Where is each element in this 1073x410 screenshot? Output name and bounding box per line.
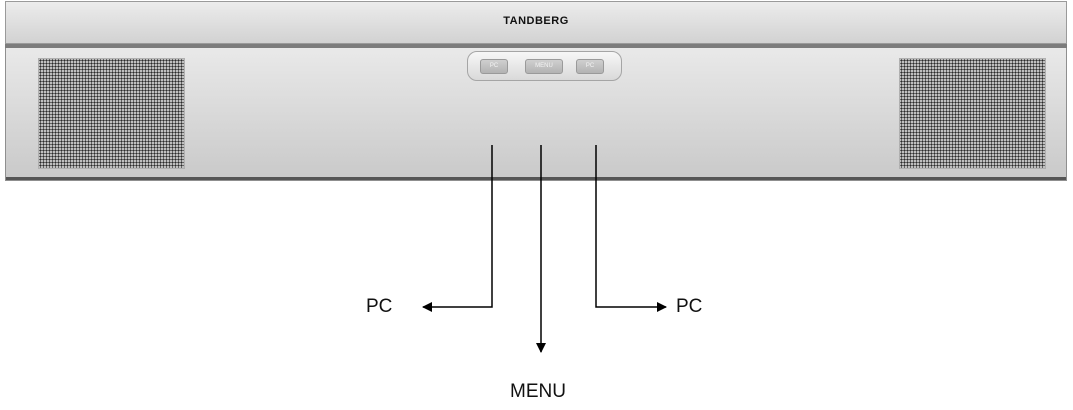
- menu-label: MENU: [510, 382, 566, 401]
- left-pc-callout-line: [423, 145, 492, 307]
- left-pc-label: PC: [366, 297, 392, 316]
- right-pc-callout-line: [596, 145, 666, 307]
- right-pc-label: PC: [676, 297, 702, 316]
